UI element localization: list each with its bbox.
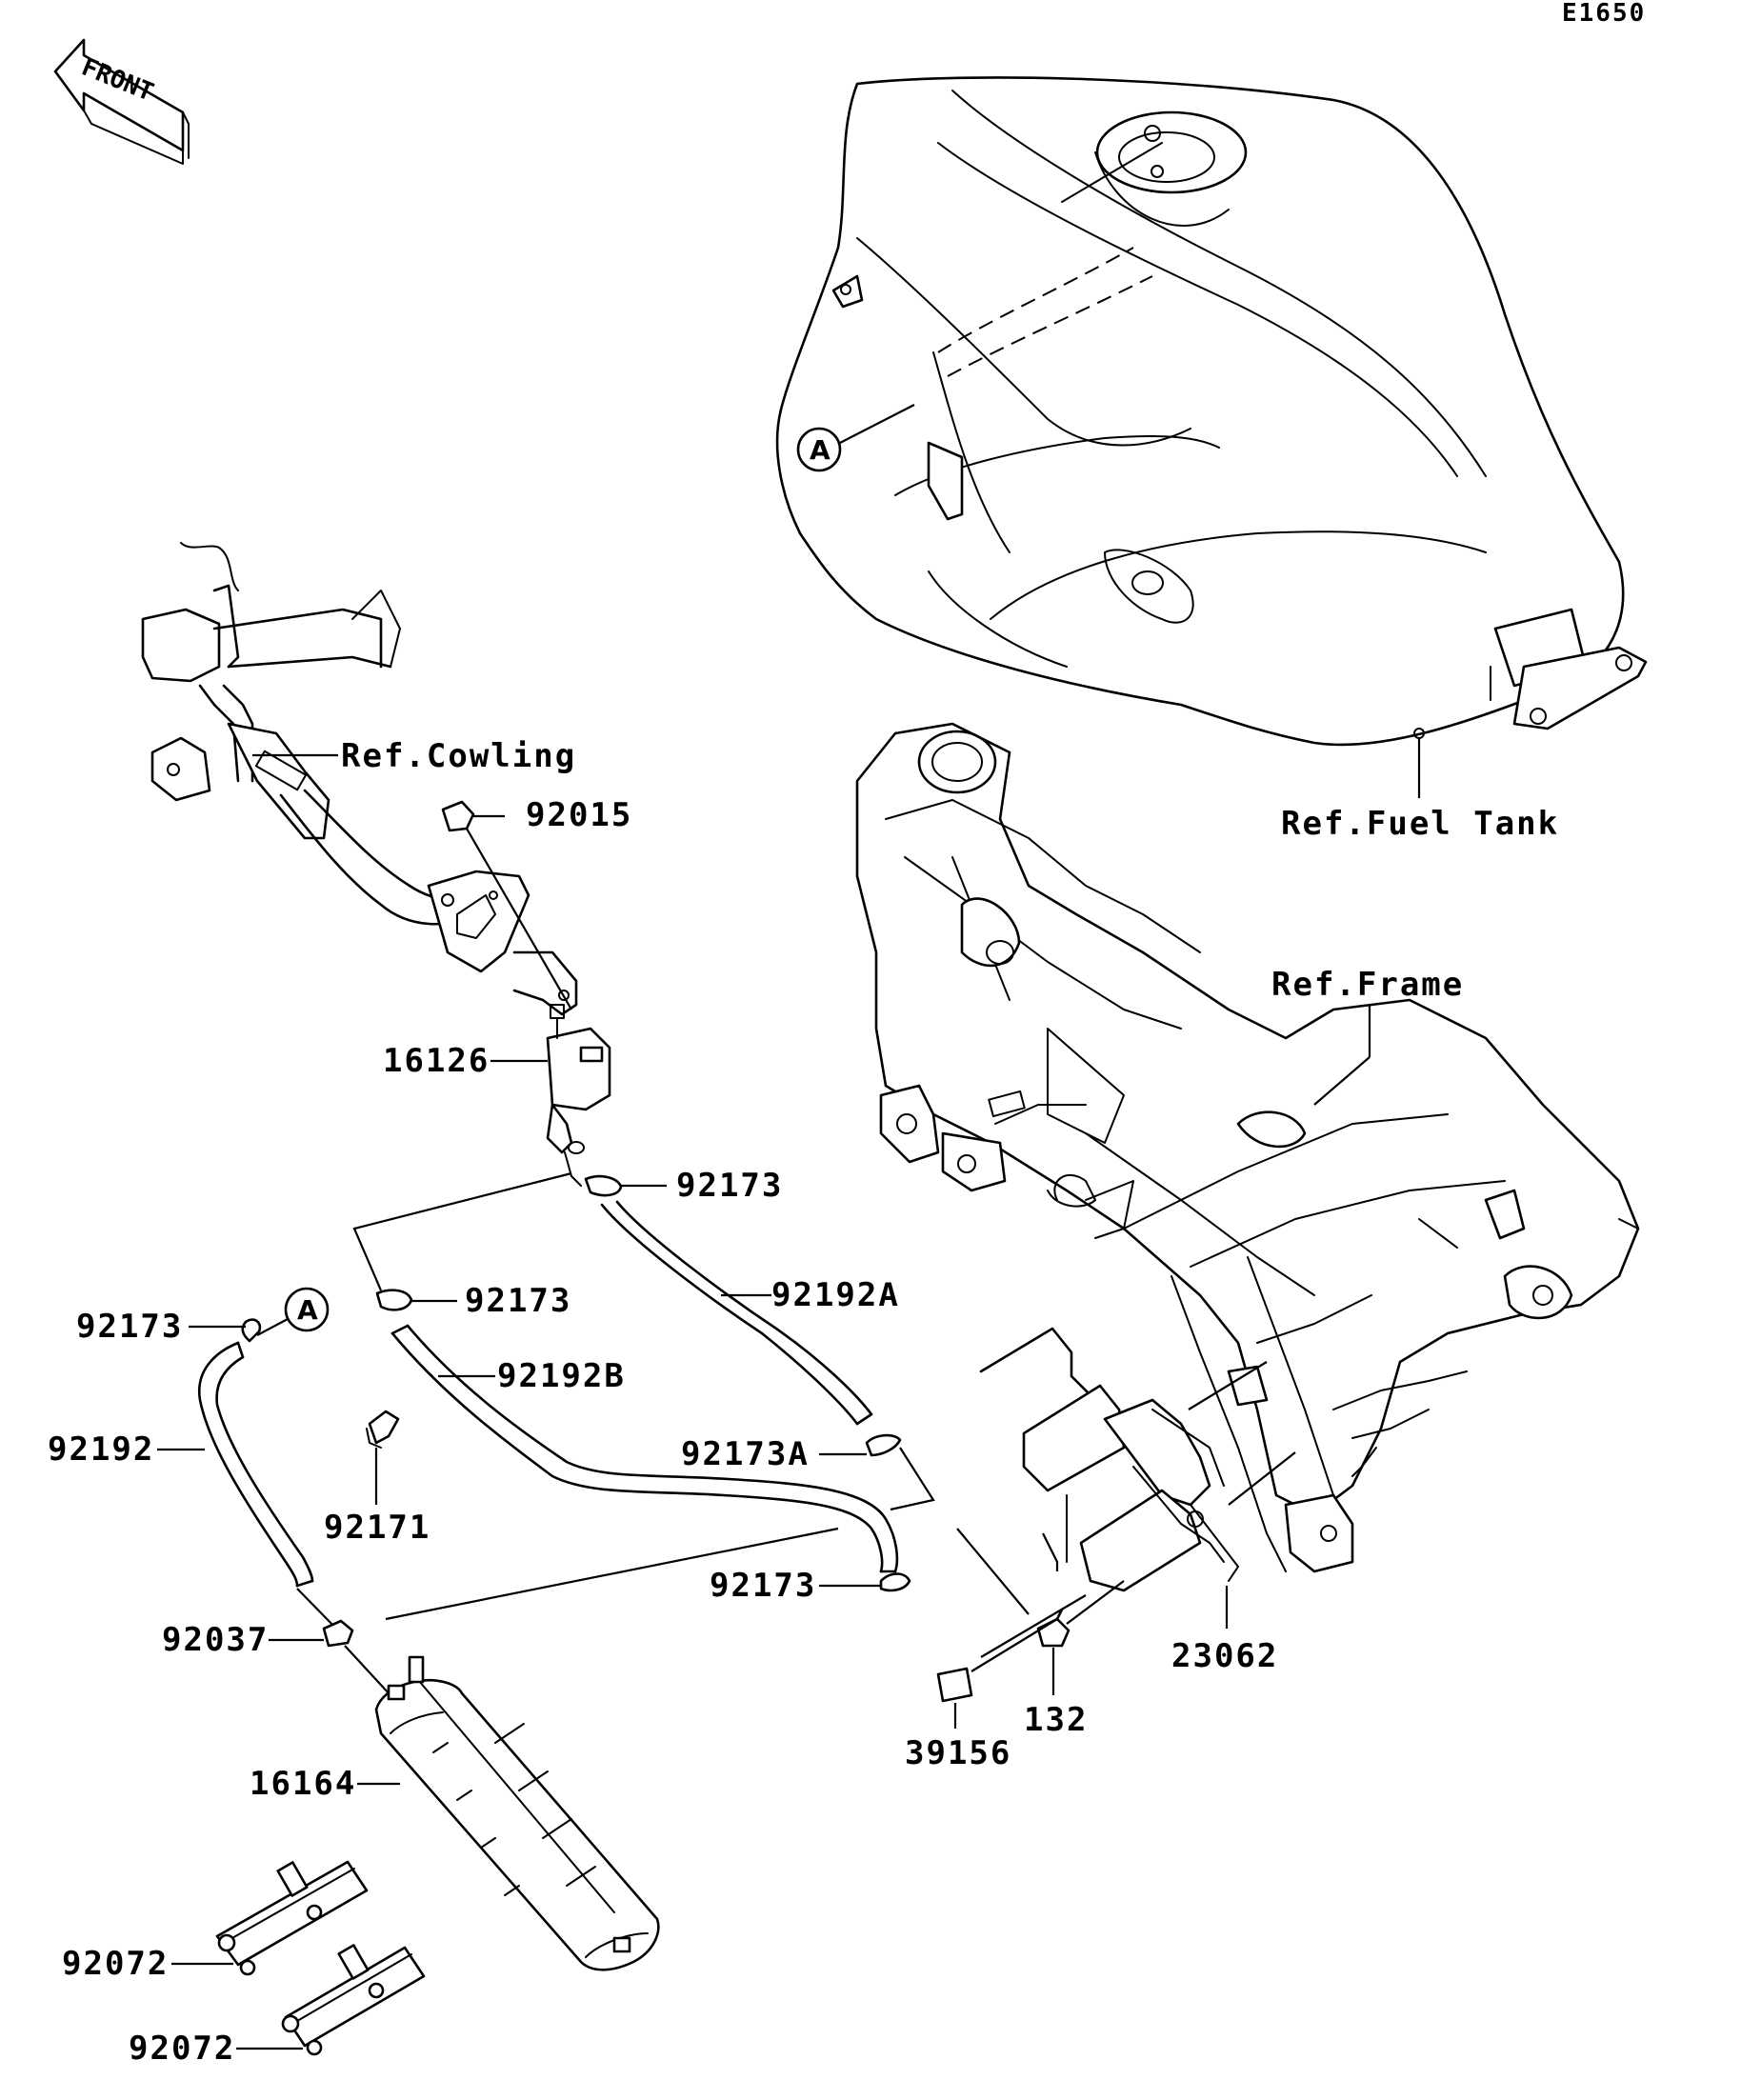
- part-label-23062: 23062: [1171, 1637, 1278, 1675]
- part-label-92072-a: 92072: [62, 1945, 169, 1983]
- clip-92173-low-icon: [879, 1572, 911, 1592]
- fuel-tank-drawing: [775, 76, 1648, 747]
- clamp-92037-icon: [322, 1619, 354, 1648]
- clip-92173-left-icon: [241, 1318, 262, 1343]
- band-92072-b-icon: [281, 1944, 426, 2056]
- part-label-92173-left: 92173: [76, 1308, 183, 1346]
- part-label-92173-mid: 92173: [465, 1282, 571, 1320]
- part-label-92173-top: 92173: [676, 1167, 783, 1205]
- solenoid-valve-16126-icon: [546, 1004, 611, 1187]
- hose-92192b-icon: [390, 1331, 884, 1573]
- part-label-92192a: 92192A: [771, 1276, 900, 1314]
- canister-16164-icon: [374, 1655, 660, 1971]
- part-label-39156: 39156: [905, 1734, 1011, 1772]
- frame-drawing: [855, 722, 1640, 1573]
- cowling-bracket-drawing: [141, 542, 578, 1016]
- part-label-92171: 92171: [324, 1509, 430, 1547]
- part-label-92037: 92037: [162, 1621, 269, 1659]
- clip-92173-top-icon: [584, 1174, 623, 1197]
- part-label-92173a: 92173A: [681, 1435, 810, 1473]
- bracket-23062-icon: [979, 1327, 1239, 1592]
- part-label-16164: 16164: [250, 1765, 356, 1803]
- clamp-92171-icon: [366, 1410, 400, 1449]
- ref-frame-label: Ref.Frame: [1271, 966, 1464, 1004]
- part-label-92192b: 92192B: [497, 1357, 626, 1395]
- connection-marker-a-hose: A: [297, 1294, 318, 1326]
- diagram-code: E1650: [1562, 0, 1646, 28]
- ref-fuel-tank-label: Ref.Fuel Tank: [1281, 805, 1559, 843]
- nut-92015-icon: [441, 800, 475, 832]
- ref-cowling-label: Ref.Cowling: [341, 737, 576, 775]
- part-label-16126: 16126: [383, 1042, 490, 1080]
- hose-92192a-icon: [600, 1203, 859, 1426]
- hose-92192-icon: [197, 1341, 299, 1588]
- connection-marker-a-tank: A: [810, 434, 830, 466]
- front-arrow-icon: FRONT: [53, 38, 190, 165]
- clip-92173-mid-icon: [375, 1289, 413, 1311]
- part-label-92192: 92192: [48, 1430, 154, 1469]
- part-label-132: 132: [1024, 1701, 1088, 1739]
- part-label-92015: 92015: [526, 796, 632, 834]
- band-92072-a-icon: [215, 1860, 369, 1976]
- pad-39156-icon: [936, 1667, 973, 1703]
- part-label-92072-b: 92072: [129, 2030, 235, 2068]
- clip-92173a-icon: [865, 1433, 902, 1457]
- part-label-92173-low: 92173: [710, 1567, 816, 1605]
